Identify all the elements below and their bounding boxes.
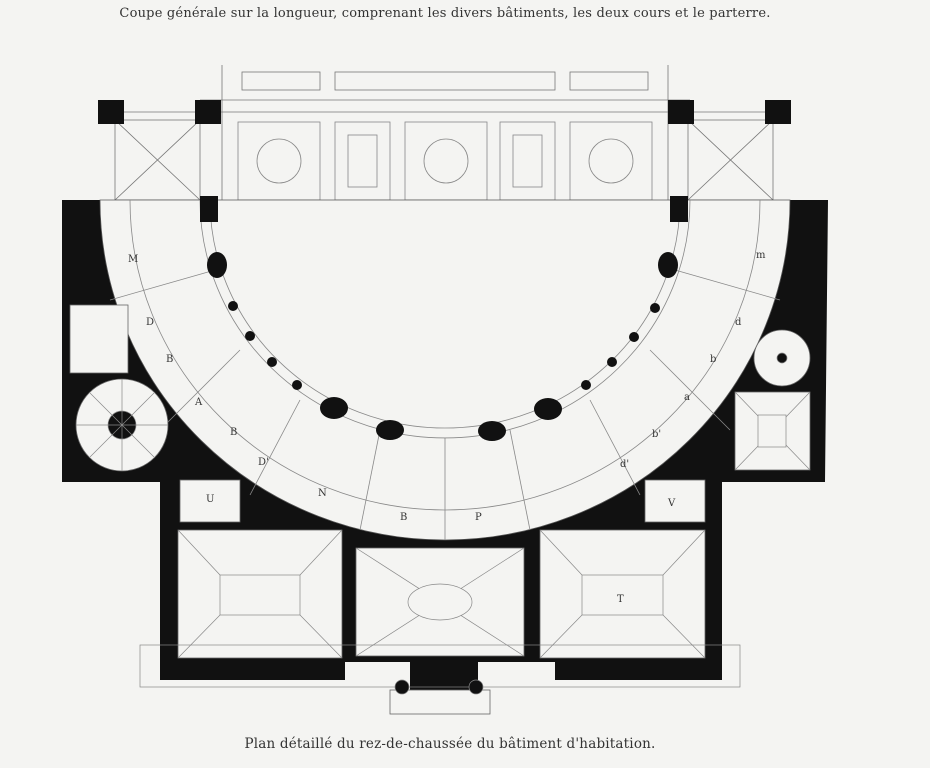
arc-letters: M D B A B D' m d b a b' d' N B P xyxy=(128,250,766,523)
svg-text:b': b' xyxy=(652,429,661,440)
left-cabinet xyxy=(69,304,129,374)
svg-text:b: b xyxy=(710,354,716,365)
terrace-outline xyxy=(100,65,790,201)
svg-text:B: B xyxy=(230,427,237,438)
svg-text:d': d' xyxy=(620,459,629,470)
room-label-u: U xyxy=(206,494,214,505)
bottom-caption: Plan détaillé du rez-de-chaussée du bâti… xyxy=(244,736,656,752)
svg-text:N: N xyxy=(318,488,327,499)
svg-text:M: M xyxy=(128,254,138,265)
left-large-room xyxy=(177,529,343,659)
colonnade xyxy=(98,100,791,441)
room-label-t: T xyxy=(617,594,624,605)
svg-text:D: D xyxy=(146,317,154,328)
svg-text:P: P xyxy=(475,512,482,523)
room-v xyxy=(644,479,706,523)
svg-text:B: B xyxy=(400,512,407,523)
svg-text:B: B xyxy=(166,354,173,365)
room-label-v: V xyxy=(667,498,676,509)
top-caption: Coupe générale sur la longueur, comprena… xyxy=(119,6,771,21)
svg-text:D': D' xyxy=(258,457,269,468)
svg-text:d: d xyxy=(735,317,742,328)
svg-text:a: a xyxy=(684,392,690,403)
room-details xyxy=(76,352,811,695)
svg-text:m: m xyxy=(756,250,766,261)
room-u xyxy=(179,479,241,523)
right-large-room xyxy=(539,529,706,659)
svg-text:A: A xyxy=(194,397,203,408)
